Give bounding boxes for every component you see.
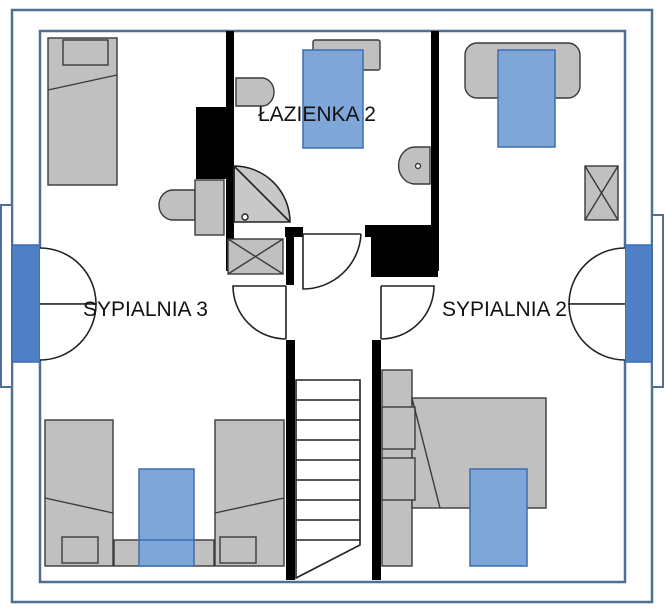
room-label-bedroom-2: SYPIALNIA 2 <box>442 298 567 321</box>
room-label-bedroom-3: SYPIALNIA 3 <box>83 298 208 321</box>
desk-icon <box>469 468 528 567</box>
corridor-wall-left-lower <box>286 340 295 580</box>
bed-icon <box>47 37 118 186</box>
corridor-wall-right-lower <box>372 340 381 580</box>
wall-block-left <box>196 107 230 179</box>
corridor-wall-left <box>286 227 294 285</box>
door-swing-icon <box>39 165 626 361</box>
interior-walls <box>196 31 439 580</box>
sink-icon <box>397 146 431 185</box>
toilet-icon <box>235 77 275 107</box>
bed-icon <box>44 419 114 567</box>
sink-cabinet-icon <box>194 179 225 236</box>
bathtub-icon <box>302 39 381 149</box>
wardrobe-icon <box>584 165 619 221</box>
toilet-icon <box>158 189 196 221</box>
bed-icon <box>214 419 285 567</box>
window-left <box>0 204 41 388</box>
bathroom-wall-right <box>431 31 439 271</box>
window-right <box>624 214 664 388</box>
shower-icon <box>227 238 284 275</box>
wall-block-right <box>371 225 438 277</box>
desk-icon <box>113 468 215 567</box>
staircase-icon <box>295 379 361 580</box>
door-handle-icon <box>241 213 249 221</box>
sofa-icon <box>464 42 581 148</box>
room-label-bathroom: ŁAZIENKA 2 <box>258 103 376 126</box>
